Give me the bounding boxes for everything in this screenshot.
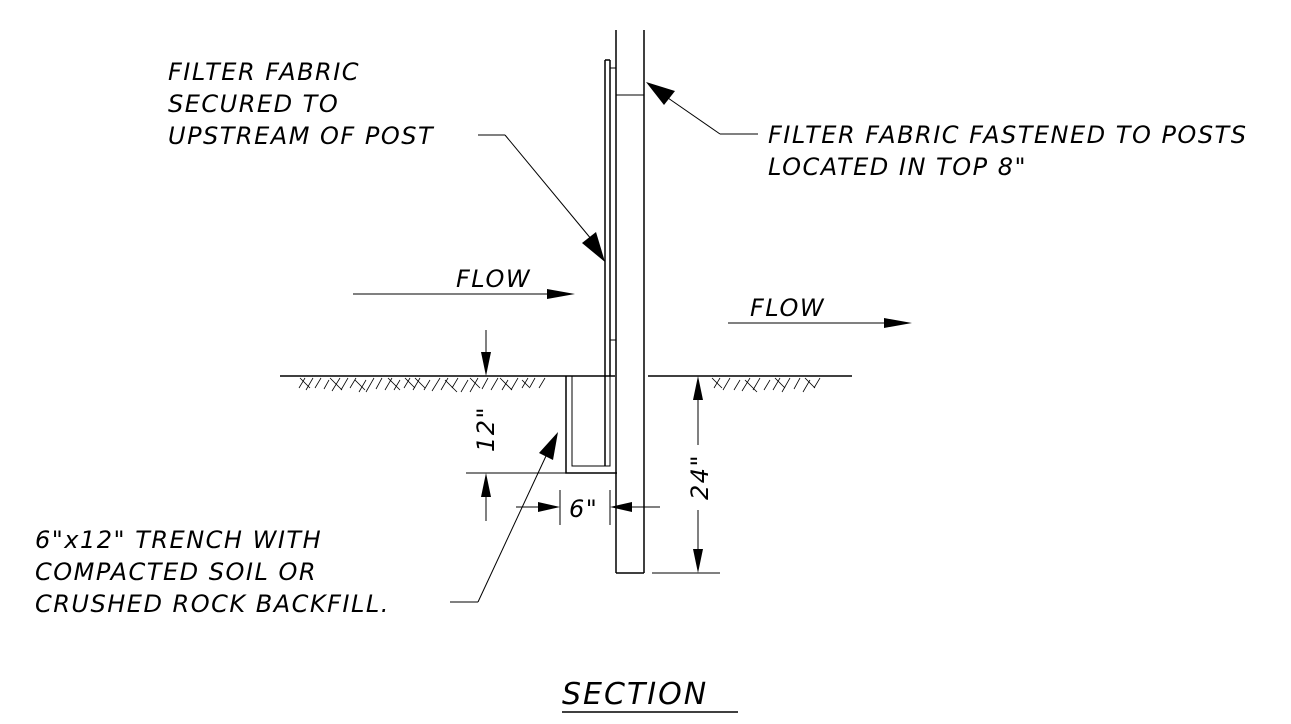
earth-hatch-right	[711, 377, 821, 393]
section-title: SECTION	[562, 677, 708, 712]
leader-trench	[450, 432, 558, 603]
trench-outline	[565, 376, 617, 474]
leader-fabric-upstream	[478, 134, 605, 262]
note-trench-line1: 6"x12" TRENCH WITH	[35, 526, 322, 554]
note-fabric-fastened-line1: FILTER FABRIC FASTENED TO POSTS	[768, 121, 1247, 149]
post	[615, 30, 645, 574]
note-trench-line2: COMPACTED SOIL OR	[35, 558, 317, 586]
dim-trench-width	[516, 490, 660, 525]
dim-label-trench-width: 6"	[569, 495, 598, 523]
dim-post-embed	[652, 375, 720, 574]
flow-label-right: FLOW	[750, 294, 825, 322]
leader-fabric-fastened	[646, 82, 758, 135]
note-fabric-upstream-line2: SECURED TO	[168, 90, 339, 118]
filter-fabric	[604, 59, 644, 466]
flow-arrow-right	[728, 318, 912, 328]
dim-label-trench-depth: 12"	[472, 406, 500, 452]
flow-label-left: FLOW	[456, 265, 531, 293]
dim-trench-depth	[466, 330, 566, 521]
earth-hatch-left	[298, 377, 546, 393]
note-fabric-fastened-line2: LOCATED IN TOP 8"	[768, 153, 1027, 181]
dim-label-post-embed: 24"	[686, 454, 714, 500]
note-fabric-upstream-line1: FILTER FABRIC	[168, 58, 360, 86]
note-trench-line3: CRUSHED ROCK BACKFILL.	[35, 590, 390, 618]
note-fabric-upstream-line3: UPSTREAM OF POST	[168, 122, 435, 150]
flow-arrow-left	[353, 289, 575, 299]
